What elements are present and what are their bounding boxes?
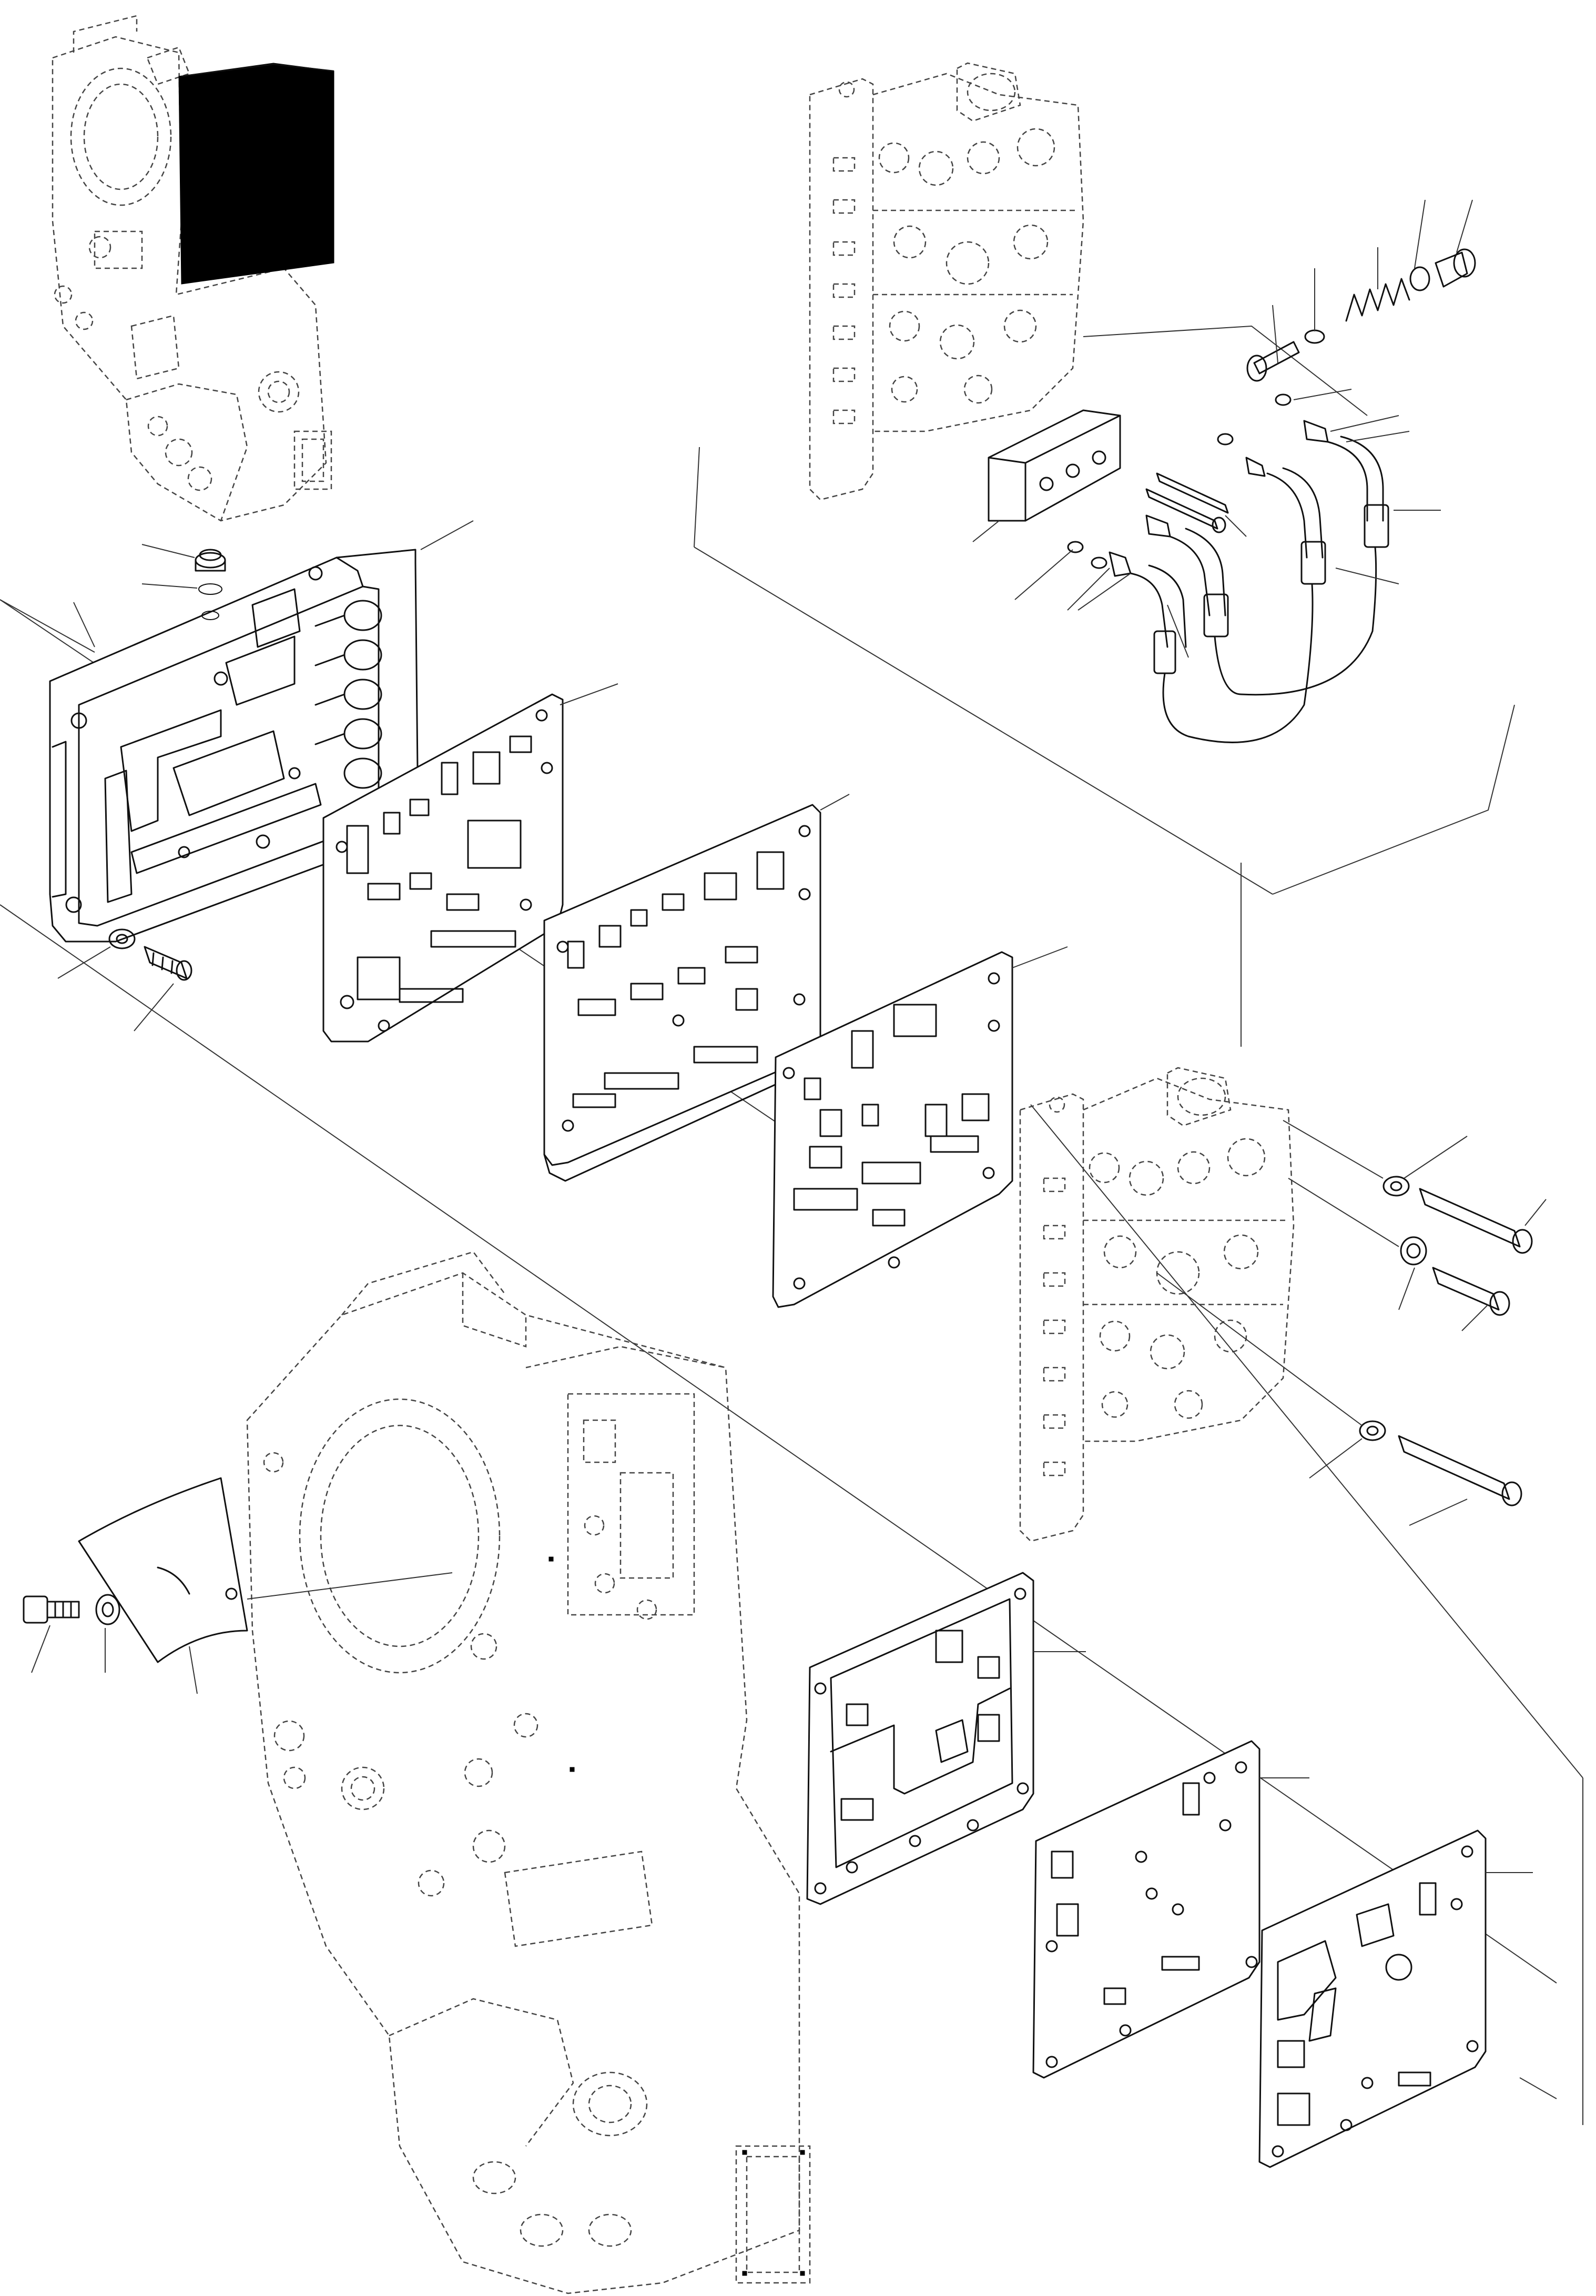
cover-bolt: [108, 928, 192, 981]
control-valve-body-top: [809, 62, 1084, 501]
gasket-2: [772, 951, 1013, 1308]
sensor-shield: [78, 1477, 248, 1663]
hydraulic-fittings: [1067, 248, 1476, 674]
intermediate-plate-holes: [556, 825, 811, 1132]
pressure-block: [988, 409, 1121, 522]
hydraulic-hoses: [1162, 546, 1377, 743]
leader-lines-top-right: [1014, 199, 1473, 658]
drain-plug: [195, 549, 226, 620]
gasket-1: [322, 693, 564, 1043]
gasket-4: [1258, 1829, 1487, 2168]
transmission-housing-small: [52, 15, 334, 522]
shield-bolt: [23, 1594, 120, 1625]
valve-bores: [314, 600, 382, 789]
leader-lines-right: [1156, 1120, 1547, 1526]
valve-body-bolts: [1359, 1176, 1533, 1506]
gasket-3: [1032, 1740, 1260, 2079]
control-valve-body-right: [1019, 1067, 1295, 1542]
transmission-housing-large: [246, 1251, 811, 2294]
separator-plate: [806, 1572, 1034, 1905]
